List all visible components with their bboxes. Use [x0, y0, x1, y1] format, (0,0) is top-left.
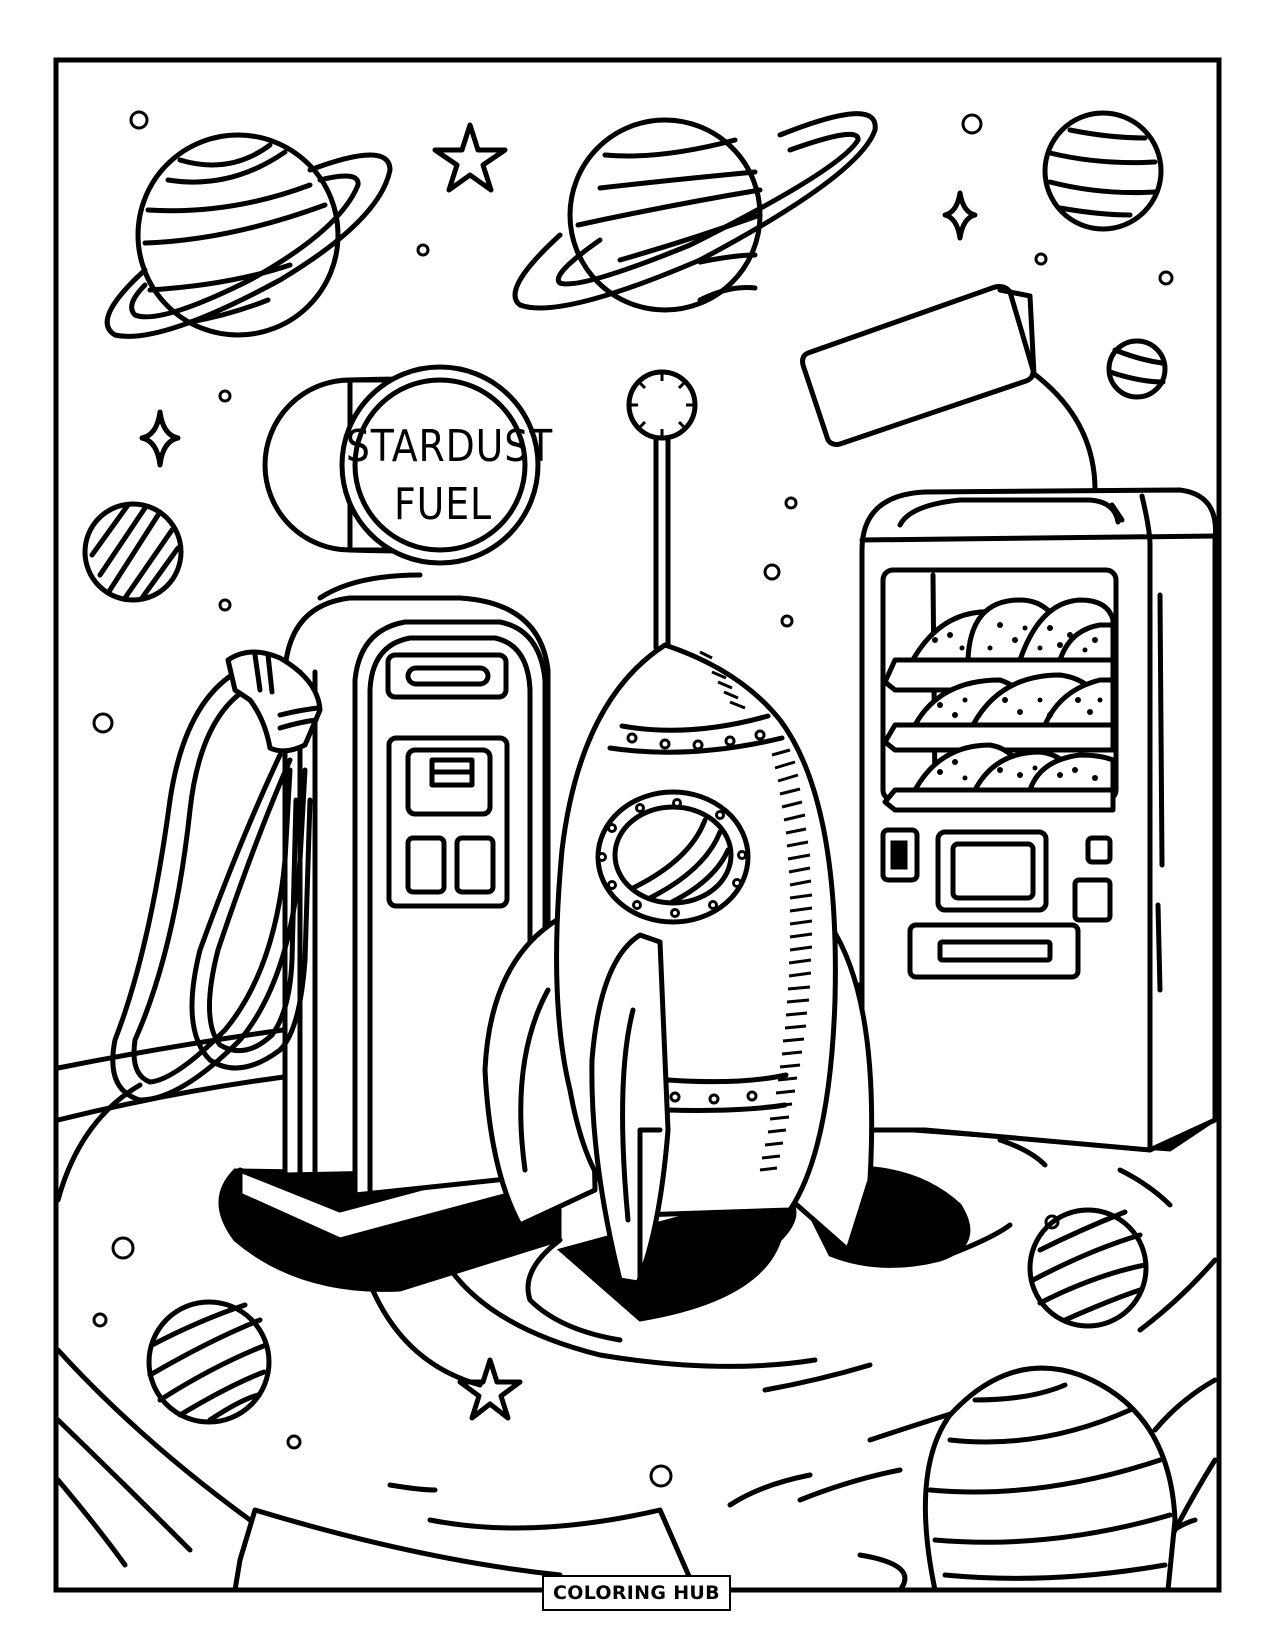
fuel-pump — [237, 364, 551, 1243]
brand-label: COLORING HUB — [553, 1582, 720, 1604]
small-planet-right — [1106, 338, 1168, 400]
blank-sign-board — [800, 284, 1098, 493]
fuel-sign-text: STARDUST FUEL — [345, 418, 554, 534]
striped-planet-bottom-right — [1027, 1207, 1149, 1329]
brand-badge: COLORING HUB — [542, 1575, 731, 1611]
rocket — [482, 369, 875, 1286]
stars — [139, 122, 978, 1421]
vending-machine — [859, 487, 1219, 1153]
saturn-planet-center — [512, 111, 878, 313]
striped-planet-bottom-left — [146, 1299, 272, 1425]
sign-line-2: FUEL — [394, 479, 492, 530]
dots — [92, 110, 1174, 1488]
saturn-planet-left — [104, 132, 393, 339]
fuel-hose — [110, 649, 323, 1103]
large-planet-bottom-right — [922, 1365, 1178, 1593]
striped-planet-top-right — [1042, 110, 1164, 232]
striped-planet-left — [82, 501, 184, 603]
sign-line-1: STARDUST — [345, 421, 554, 472]
